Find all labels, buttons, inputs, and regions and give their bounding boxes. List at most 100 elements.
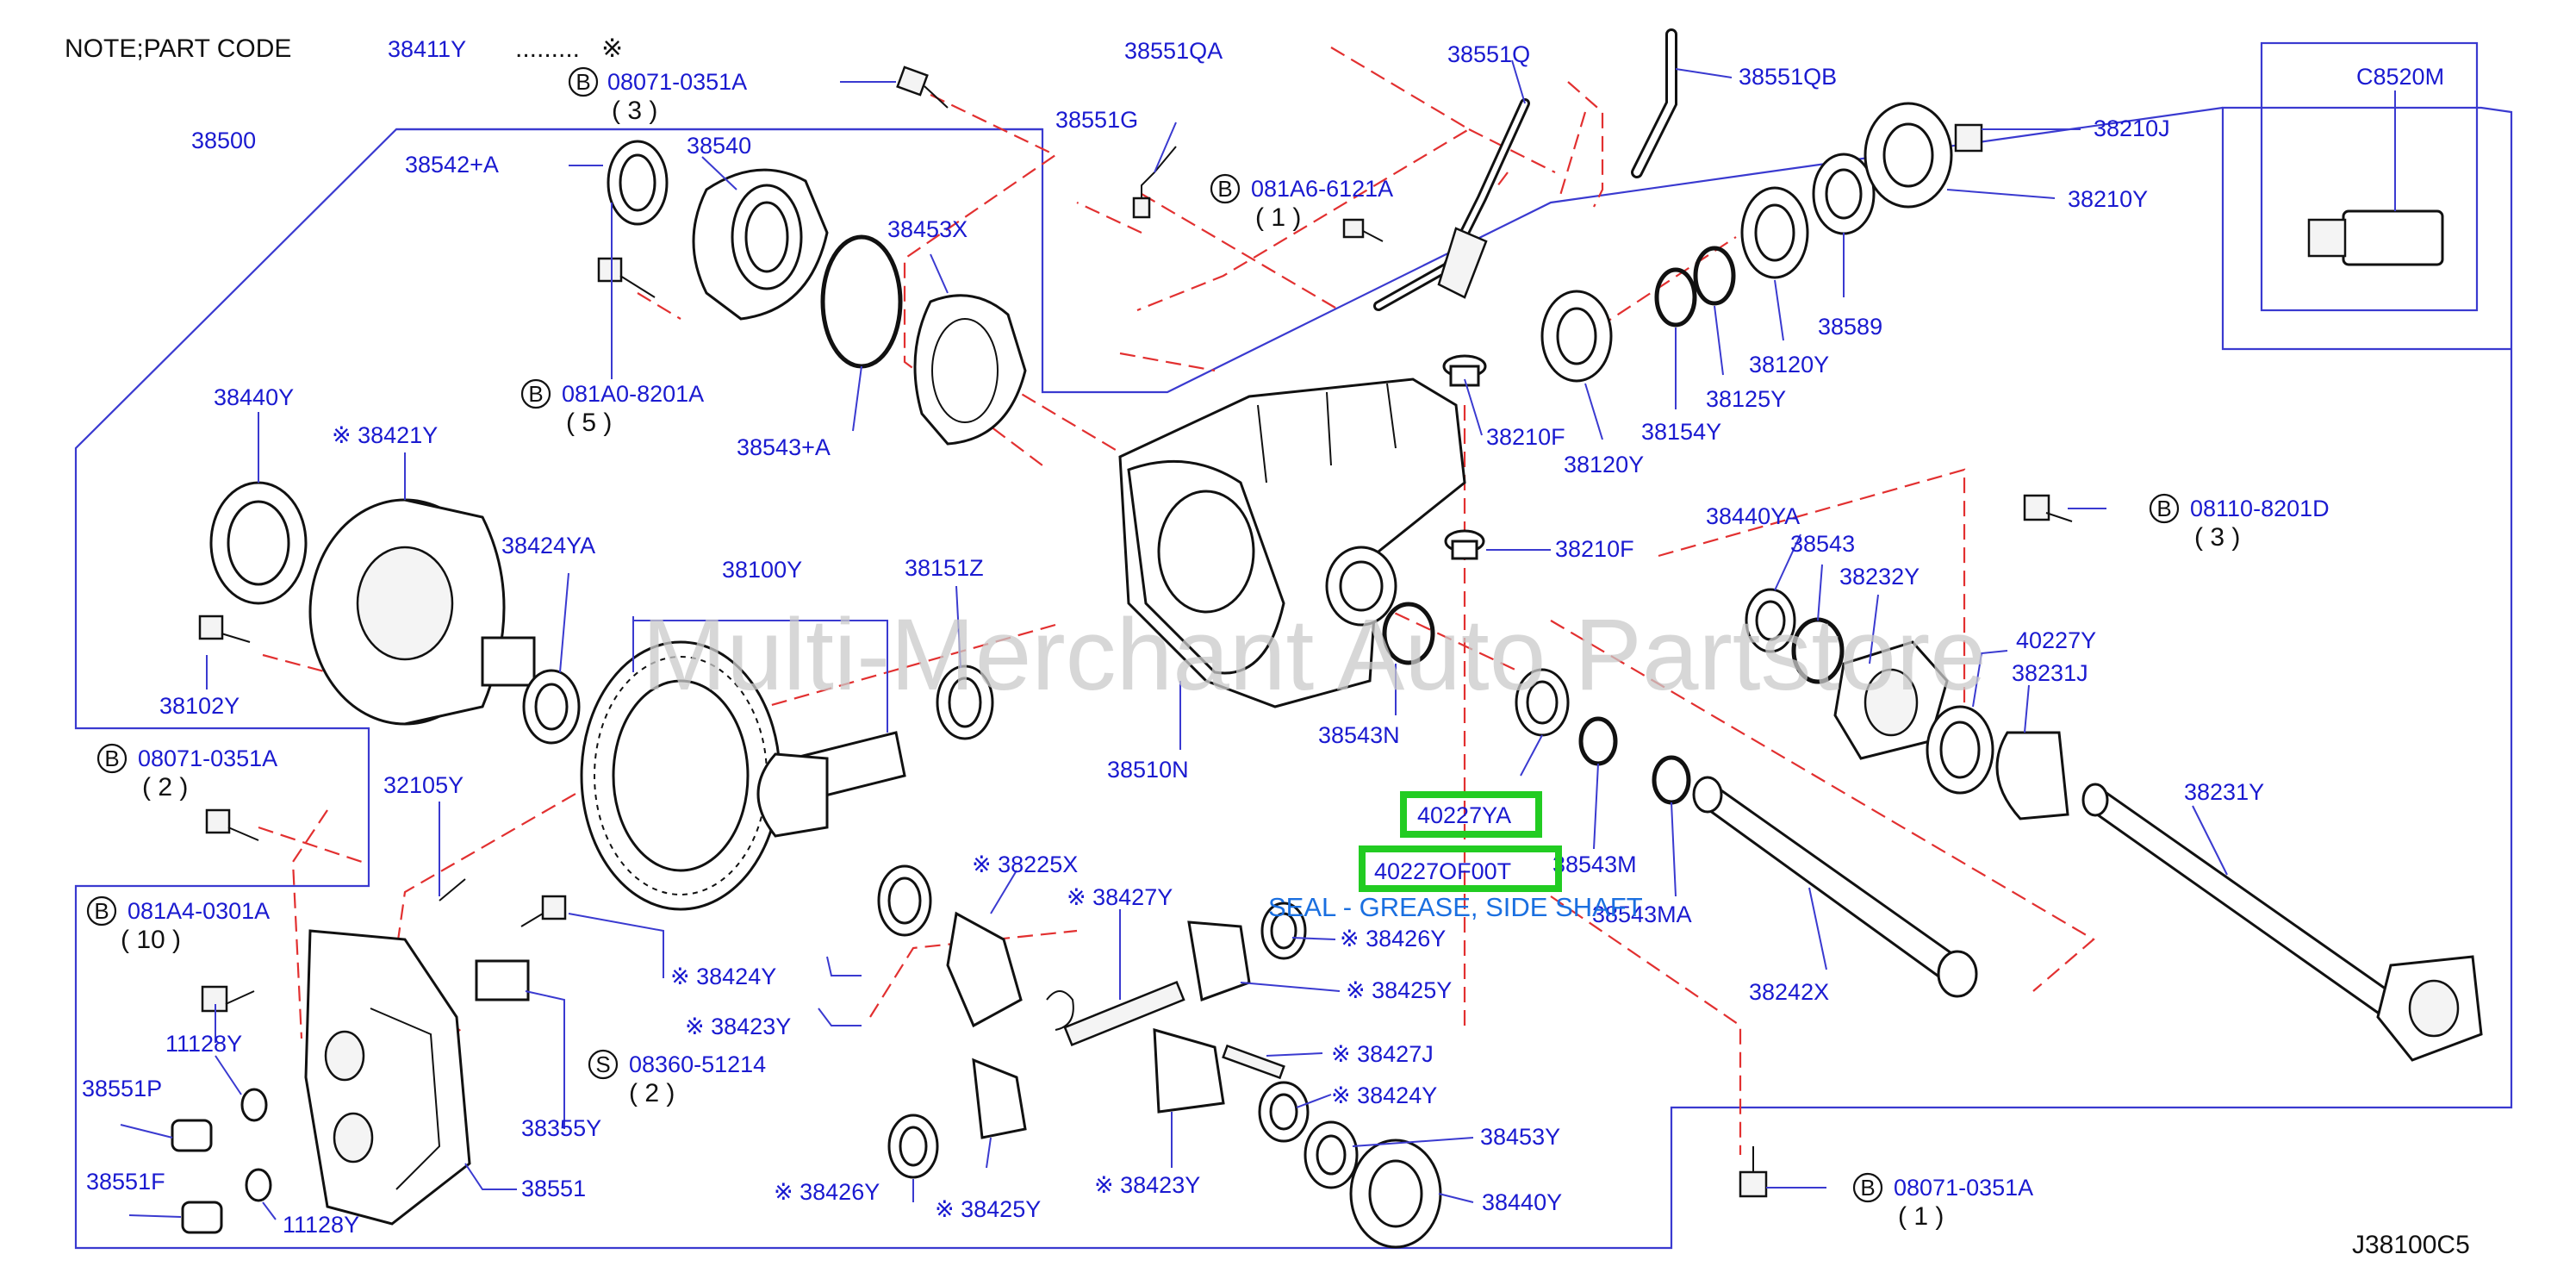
highlighted-parts: 40227YA 40227OF00T SEAL - GREASE, SIDE S… <box>1268 791 1643 922</box>
label-38423y-middle[interactable]: ※ 38423Y <box>685 1014 791 1039</box>
bolt-b8-code: 08071-0351A <box>1894 1175 2033 1201</box>
label-38210f-a[interactable]: 38210F <box>1486 424 1565 450</box>
label-38543m[interactable]: 38543M <box>1552 852 1637 877</box>
highlight-label-40227ya[interactable]: 40227YA <box>1417 802 1511 828</box>
label-38424y-right[interactable]: ※ 38424Y <box>1331 1082 1437 1108</box>
bolt-b6-qty: ( 10 ) <box>121 926 181 954</box>
label-38551q[interactable]: 38551Q <box>1447 41 1530 67</box>
bolt-b4-circle <box>2149 493 2180 524</box>
label-38551[interactable]: 38551 <box>521 1176 586 1201</box>
header-note: NOTE;PART CODE 38411Y ......... ※ <box>65 34 623 63</box>
label-11128y-a[interactable]: 11128Y <box>165 1031 242 1057</box>
label-38425y-right[interactable]: ※ 38425Y <box>1346 977 1452 1003</box>
label-38453y[interactable]: 38453Y <box>1480 1124 1560 1150</box>
label-38542a[interactable]: 38542+A <box>405 152 499 178</box>
label-38426y-bottom[interactable]: ※ 38426Y <box>774 1179 880 1205</box>
label-c8520m[interactable]: C8520M <box>2356 64 2444 90</box>
bolt-b4-type: B <box>2156 496 2171 521</box>
bolt-b6-code: 081A4-0301A <box>128 898 270 924</box>
bolt-b2-type: B <box>1217 176 1232 202</box>
label-38225x[interactable]: ※ 38225X <box>972 852 1078 877</box>
bolt-b1-qty: ( 3 ) <box>612 97 657 125</box>
label-38232y[interactable]: 38232Y <box>1839 564 1920 590</box>
label-38231j[interactable]: 38231J <box>2012 660 2088 686</box>
bolt-b6-type: B <box>94 898 109 924</box>
bolt-b8-type: B <box>1860 1175 1875 1201</box>
bolt-b6-circle <box>86 895 117 926</box>
label-38231y[interactable]: 38231Y <box>2184 779 2264 805</box>
bolt-b3-type: B <box>528 381 543 407</box>
label-38551g[interactable]: 38551G <box>1055 107 1138 133</box>
bolt-b3-code: 081A0-8201A <box>562 381 704 407</box>
watermark: Multi-Merchant Auto Partstore <box>642 598 1987 712</box>
label-38540[interactable]: 38540 <box>687 133 751 159</box>
label-38551qb[interactable]: 38551QB <box>1739 64 1837 90</box>
label-38120y-b[interactable]: 38120Y <box>1564 452 1644 477</box>
bolt-b1-circle <box>568 66 599 97</box>
highlight-box-40227ya <box>1400 791 1542 838</box>
label-38440y-left[interactable]: 38440Y <box>214 384 294 410</box>
bolt-b7-code: 08360-51214 <box>629 1051 766 1077</box>
label-38427y[interactable]: ※ 38427Y <box>1067 884 1173 910</box>
label-38125y[interactable]: 38125Y <box>1706 386 1786 412</box>
label-38551f[interactable]: 38551F <box>86 1169 165 1195</box>
bolt-callouts: B 08071-0351A ( 3 ) B 081A6-6121A ( 1 ) … <box>86 66 2330 1231</box>
label-38210f-b[interactable]: 38210F <box>1555 536 1634 562</box>
note-dots: ......... <box>515 34 580 63</box>
bolt-b8-circle <box>1852 1172 1883 1203</box>
part-labels: 38500 38542+A 38540 38453X 38543+A 38440… <box>82 38 2444 1238</box>
label-38500[interactable]: 38500 <box>191 128 256 153</box>
label-38424y-middle[interactable]: ※ 38424Y <box>670 964 776 989</box>
label-38510n[interactable]: 38510N <box>1107 757 1189 783</box>
bolt-b1-type: B <box>576 69 590 95</box>
label-38210y[interactable]: 38210Y <box>2068 186 2148 212</box>
label-38426y-right[interactable]: ※ 38426Y <box>1340 926 1446 951</box>
label-38440ya[interactable]: 38440YA <box>1706 503 1800 529</box>
label-38355y[interactable]: 38355Y <box>521 1115 601 1141</box>
label-38151z[interactable]: 38151Z <box>905 555 984 581</box>
label-38100y[interactable]: 38100Y <box>722 557 802 583</box>
bolt-b4-qty: ( 3 ) <box>2194 523 2240 552</box>
label-38543[interactable]: 38543 <box>1790 531 1855 557</box>
highlight-box-40227of00t <box>1359 845 1562 892</box>
label-38440y-bottom[interactable]: 38440Y <box>1482 1189 1562 1215</box>
label-38102y[interactable]: 38102Y <box>159 693 240 719</box>
label-38551p[interactable]: 38551P <box>82 1076 162 1101</box>
label-38543a[interactable]: 38543+A <box>737 434 831 460</box>
note-title: NOTE;PART CODE <box>65 34 291 63</box>
bolt-b3-qty: ( 5 ) <box>566 409 612 437</box>
label-38427j[interactable]: ※ 38427J <box>1331 1041 1434 1067</box>
bolt-b8-qty: ( 1 ) <box>1898 1202 1944 1231</box>
bolt-b5-type: B <box>104 746 119 771</box>
label-38543n[interactable]: 38543N <box>1318 722 1400 748</box>
label-38421y[interactable]: ※ 38421Y <box>332 422 438 448</box>
label-38424ya[interactable]: 38424YA <box>501 533 595 558</box>
leader-lines <box>120 59 2396 1220</box>
note-code: 38411Y <box>388 36 466 62</box>
diagram-code: J38100C5 <box>2352 1231 2470 1259</box>
label-40227y[interactable]: 40227Y <box>2016 627 2096 653</box>
highlight-label-40227of00t[interactable]: 40227OF00T <box>1374 858 1511 884</box>
bolt-b2-qty: ( 1 ) <box>1255 203 1301 232</box>
label-32105y[interactable]: 32105Y <box>383 772 464 798</box>
label-38551qa[interactable]: 38551QA <box>1124 38 1223 64</box>
bolt-b7-circle <box>588 1049 619 1080</box>
label-38120y-a[interactable]: 38120Y <box>1749 352 1829 377</box>
label-38543ma[interactable]: 38543MA <box>1592 902 1692 927</box>
bolt-b3-circle <box>520 378 551 409</box>
bolt-b1-code: 08071-0351A <box>607 69 747 95</box>
label-38210j[interactable]: 38210J <box>2094 115 2170 141</box>
bolt-b5-circle <box>96 743 128 774</box>
label-38154y[interactable]: 38154Y <box>1641 419 1721 445</box>
parts-drawings <box>171 28 2483 1249</box>
label-38589[interactable]: 38589 <box>1818 314 1882 340</box>
bolt-b5-code: 08071-0351A <box>138 746 277 771</box>
label-38423y-bottom[interactable]: ※ 38423Y <box>1094 1172 1200 1198</box>
note-mark: ※ <box>601 34 623 63</box>
label-38242x[interactable]: 38242X <box>1749 979 1829 1005</box>
label-11128y-b[interactable]: 11128Y <box>283 1212 359 1238</box>
label-38453x[interactable]: 38453X <box>887 216 968 242</box>
label-38425y-bottom[interactable]: ※ 38425Y <box>935 1196 1041 1222</box>
bolt-b2-circle <box>1210 173 1241 204</box>
bolt-b2-code: 081A6-6121A <box>1251 176 1393 202</box>
